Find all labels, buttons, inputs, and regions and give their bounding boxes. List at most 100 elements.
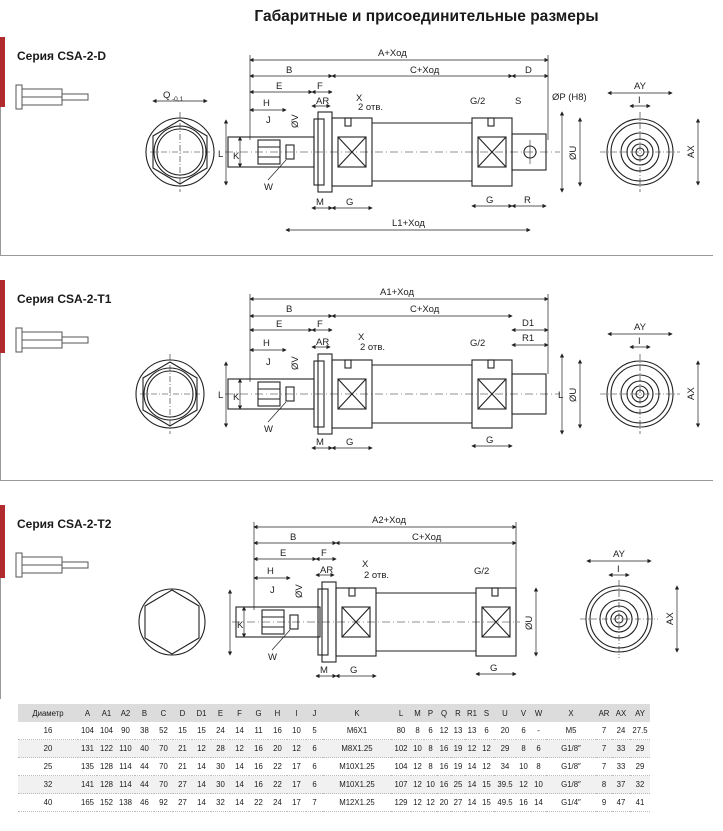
table-cell: 8 bbox=[424, 739, 437, 758]
dim-ar: AR bbox=[316, 337, 329, 348]
dim-w: W bbox=[264, 182, 273, 193]
table-header: AX bbox=[612, 704, 630, 722]
table-cell: 12 bbox=[479, 757, 494, 776]
dim-w: W bbox=[268, 652, 277, 663]
section-title: Серия CSA-2-T1 bbox=[17, 292, 112, 306]
dimension-lines bbox=[223, 55, 583, 233]
cylinder-thumbnail-icon bbox=[15, 552, 89, 578]
dim-ar: AR bbox=[316, 96, 329, 107]
table-cell: 104 bbox=[78, 722, 97, 740]
dim-ax: AX bbox=[686, 387, 697, 400]
cylinder-thumbnail-icon bbox=[15, 84, 89, 110]
table-cell: 38 bbox=[135, 722, 154, 740]
dim-f: F bbox=[317, 319, 323, 330]
table-cell: 6 bbox=[531, 739, 546, 758]
table-cell: 14 bbox=[465, 757, 479, 776]
table-cell: 14 bbox=[230, 793, 249, 812]
table-header: S bbox=[479, 704, 494, 722]
dim-x: X bbox=[358, 332, 365, 343]
table-cell: 12 bbox=[192, 739, 211, 758]
table-cell: 9 bbox=[596, 793, 612, 812]
dim-phi-p: ØP (H8) bbox=[552, 92, 587, 103]
dim-v: ØV bbox=[290, 356, 301, 370]
table-cell: 29 bbox=[630, 739, 650, 758]
table-cell: 41 bbox=[630, 793, 650, 812]
dim-holes: 2 отв. bbox=[360, 342, 385, 353]
dim-j: J bbox=[266, 115, 271, 126]
dimension-lines bbox=[223, 294, 583, 451]
table-cell: 12 bbox=[411, 775, 424, 794]
table-cell: 24 bbox=[211, 722, 230, 740]
dimension-lines bbox=[227, 522, 539, 679]
table-header: R bbox=[451, 704, 465, 722]
table-cell: 27.5 bbox=[630, 722, 650, 740]
table-cell: 114 bbox=[116, 757, 135, 776]
dim-i: I bbox=[617, 564, 620, 575]
page-title: Габаритные и присоединительные размеры bbox=[254, 8, 599, 25]
front-view-hex bbox=[145, 98, 215, 192]
dim-ax: AX bbox=[665, 612, 676, 625]
dimensions-table: Диаметр A A1 A2 B C D D1 E F G H I J K L… bbox=[18, 704, 650, 812]
dim-q: Q bbox=[163, 90, 170, 101]
table-cell: 14 bbox=[465, 793, 479, 812]
table-cell: 14 bbox=[531, 793, 546, 812]
table-cell: 30 bbox=[211, 757, 230, 776]
table-cell: 10 bbox=[411, 739, 424, 758]
table-header: F bbox=[230, 704, 249, 722]
dim-f: F bbox=[317, 81, 323, 92]
table-cell: 80 bbox=[391, 722, 411, 740]
table-cell: 6 bbox=[306, 775, 323, 794]
table-cell: 102 bbox=[391, 739, 411, 758]
table-cell: 70 bbox=[154, 775, 173, 794]
dim-h: H bbox=[267, 566, 274, 577]
table-cell: 122 bbox=[97, 739, 116, 758]
table-cell: 25 bbox=[18, 757, 78, 776]
dim-k: K bbox=[237, 620, 244, 631]
dim-g2: G/2 bbox=[474, 566, 489, 577]
table-cell: 12 bbox=[411, 757, 424, 776]
table-cell: 12 bbox=[465, 739, 479, 758]
table-cell: M6X1 bbox=[323, 722, 391, 740]
table-cell: 16 bbox=[268, 722, 287, 740]
dim-k: K bbox=[233, 392, 240, 403]
table-cell: 16 bbox=[249, 739, 268, 758]
table-header: P bbox=[424, 704, 437, 722]
table-cell: 70 bbox=[154, 739, 173, 758]
table-cell: 47 bbox=[612, 793, 630, 812]
dim-b: B bbox=[290, 532, 296, 543]
table-header: W bbox=[531, 704, 546, 722]
dim-q-tolerance: -0,1 bbox=[172, 96, 184, 103]
dim-l-rear: L bbox=[558, 390, 563, 401]
table-header: R1 bbox=[465, 704, 479, 722]
table-cell: 165 bbox=[78, 793, 97, 812]
table-cell: 27 bbox=[173, 775, 192, 794]
table-header: L bbox=[391, 704, 411, 722]
table-cell: 6 bbox=[306, 757, 323, 776]
dim-total: A2+Ход bbox=[372, 515, 406, 526]
table-cell: 5 bbox=[306, 722, 323, 740]
table-cell: 34 bbox=[494, 757, 516, 776]
table-cell: 44 bbox=[135, 757, 154, 776]
dim-x: X bbox=[362, 559, 369, 570]
table-cell: 8 bbox=[516, 739, 531, 758]
table-header: K bbox=[323, 704, 391, 722]
section-title: Серия CSA-2-D bbox=[17, 49, 107, 63]
table-cell: 21 bbox=[173, 739, 192, 758]
dim-ax: AX bbox=[686, 145, 697, 158]
dim-g2: G/2 bbox=[470, 96, 485, 107]
table-header: Диаметр bbox=[18, 704, 78, 722]
side-view bbox=[232, 581, 520, 663]
table-header: AR bbox=[596, 704, 612, 722]
table-cell: G1/8″ bbox=[546, 775, 596, 794]
table-cell: M12X1.25 bbox=[323, 793, 391, 812]
dim-i: I bbox=[638, 95, 641, 106]
table-header: I bbox=[287, 704, 306, 722]
table-cell: 46 bbox=[135, 793, 154, 812]
table-cell: 13 bbox=[465, 722, 479, 740]
dim-total: A1+Ход bbox=[380, 287, 414, 298]
table-cell: 22 bbox=[268, 757, 287, 776]
dim-e: E bbox=[276, 81, 282, 92]
table-cell: 32 bbox=[18, 775, 78, 794]
